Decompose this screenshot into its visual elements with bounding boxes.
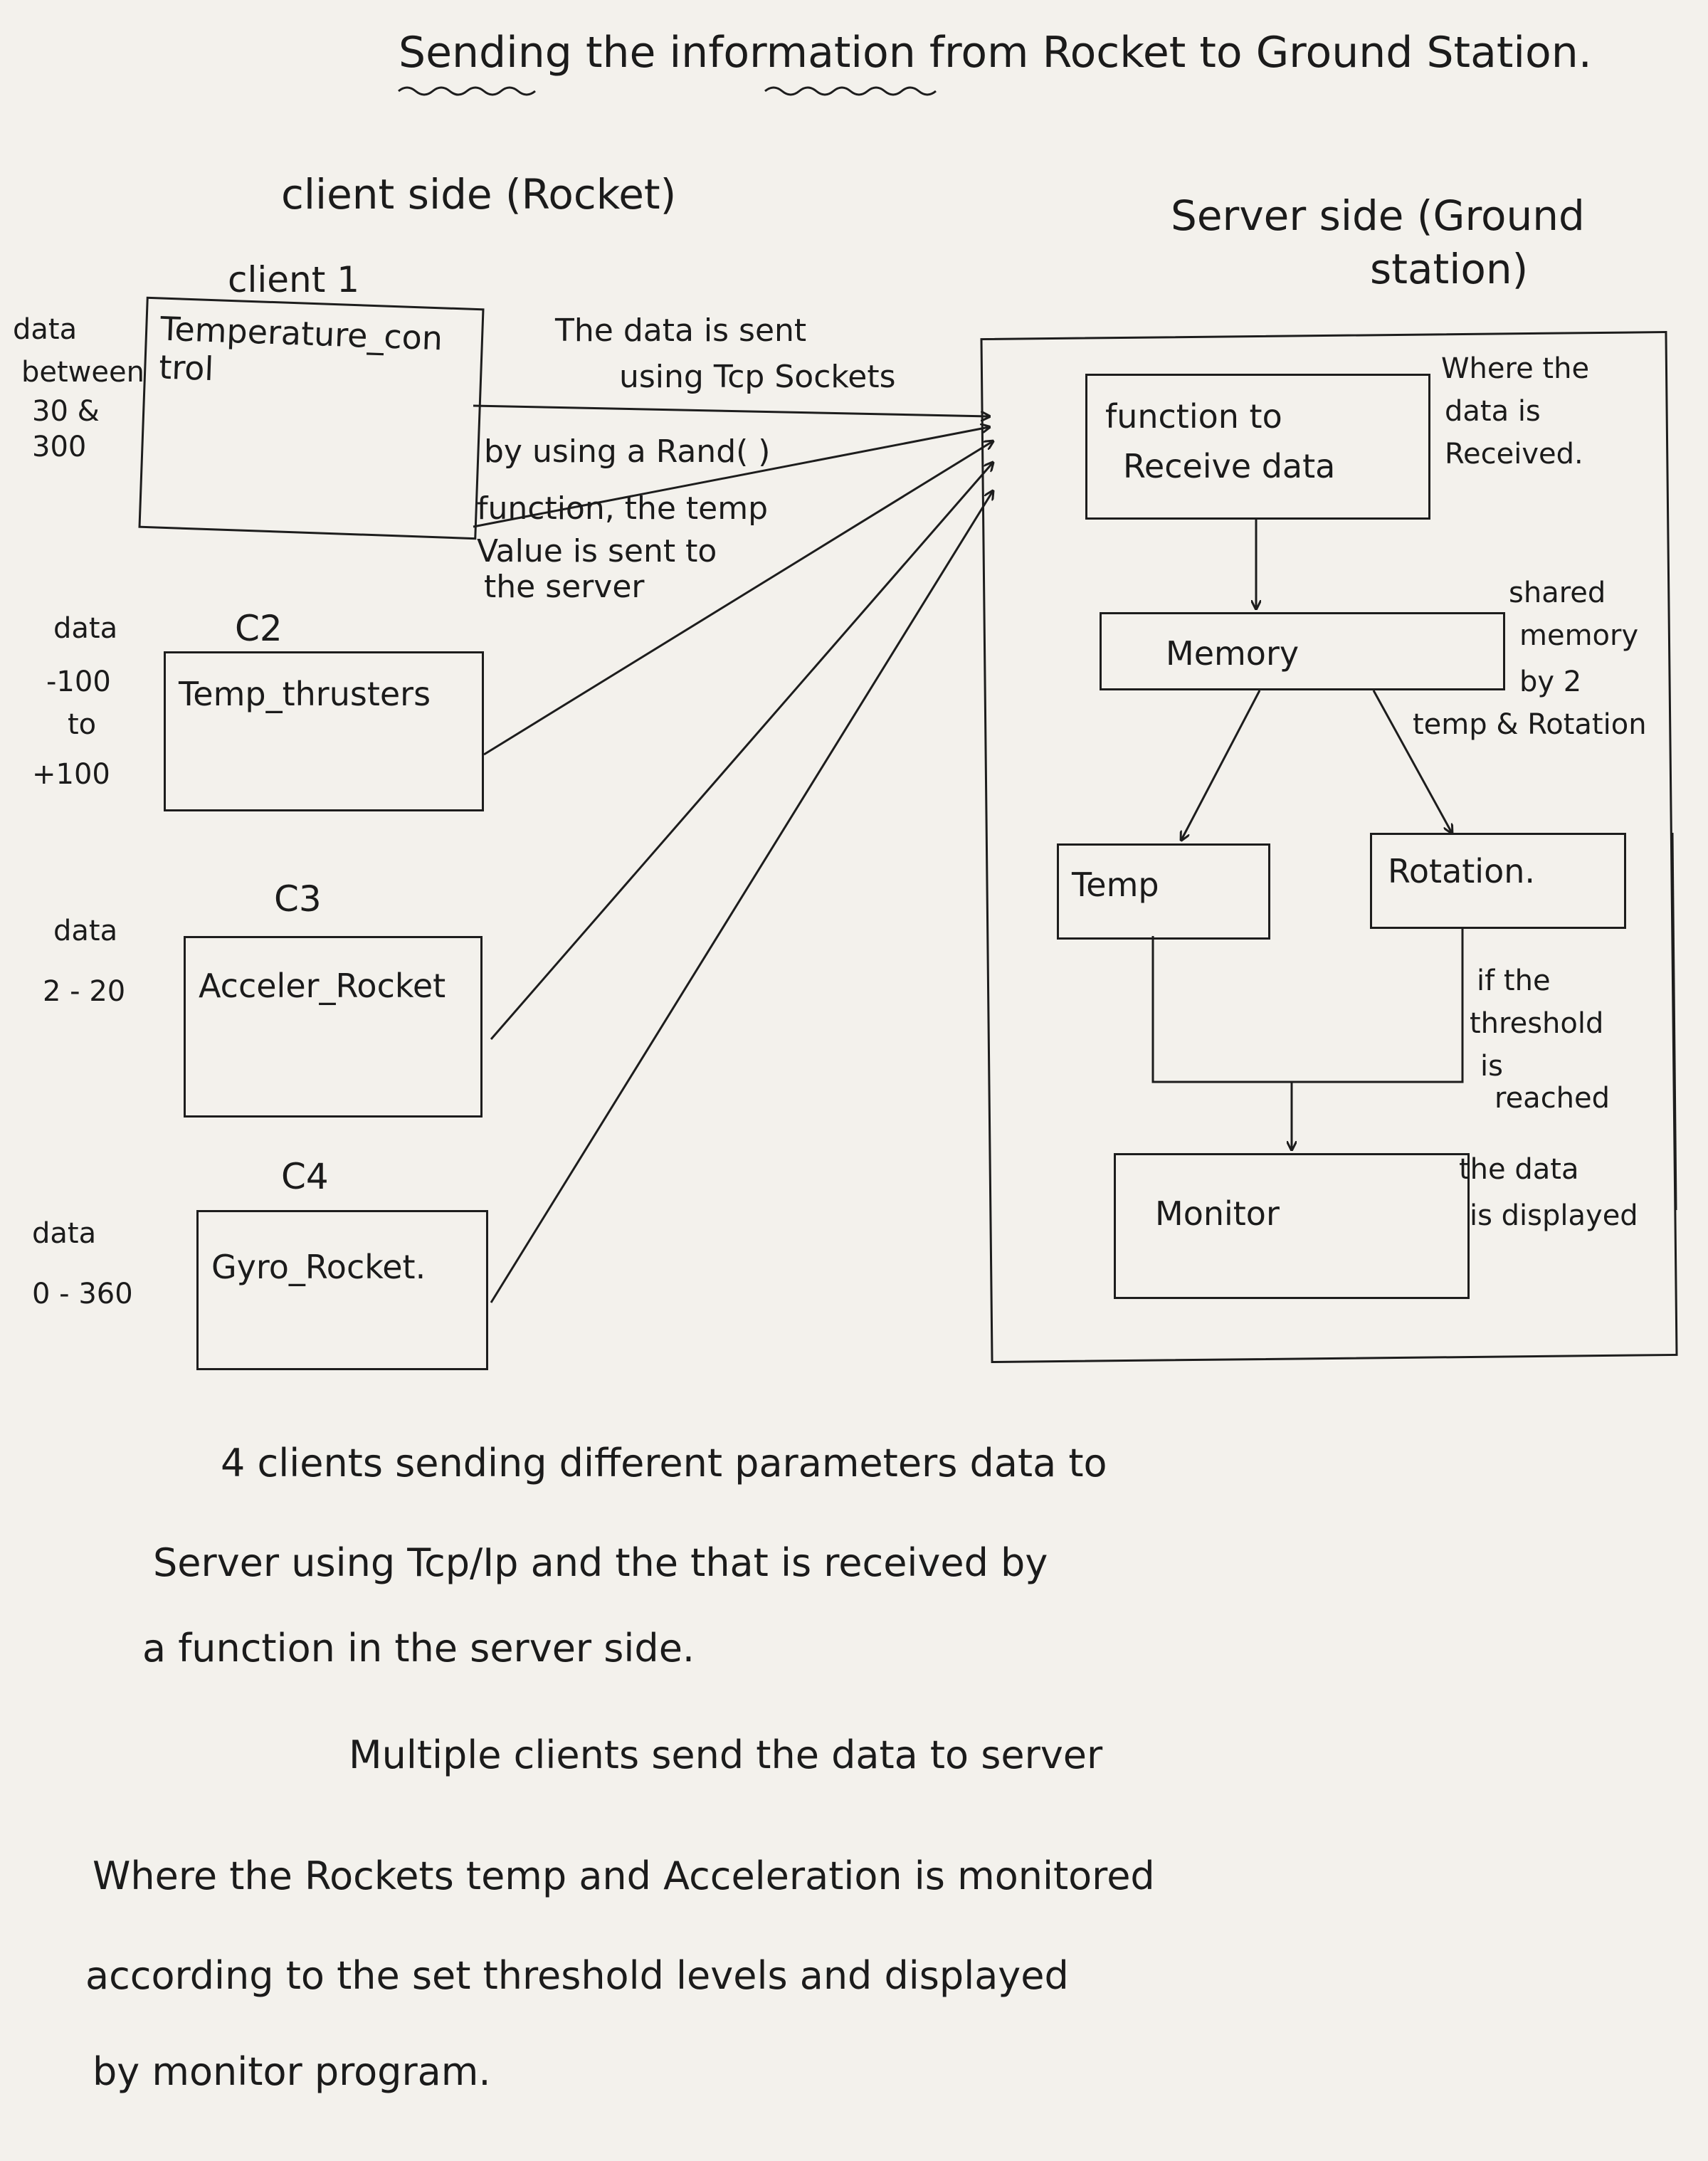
client4-tag: C4: [281, 1156, 329, 1197]
title-underline: [398, 86, 536, 96]
client-side-heading: client side (Rocket): [281, 170, 677, 219]
threshold-note-3: is: [1480, 1050, 1503, 1083]
paragraph1-line3: a function in the server side.: [142, 1626, 695, 1671]
memory-box: Memory: [1100, 612, 1505, 690]
client3-box: Acceler_Rocket: [184, 936, 483, 1118]
server-side-heading-line2: station): [1370, 245, 1529, 293]
paragraph2-line4: by monitor program.: [93, 2049, 491, 2094]
arrow-c3-server: [490, 463, 993, 1040]
client2-range-1: data: [53, 612, 118, 645]
client1-range-1: data: [13, 313, 78, 346]
receive-function-box: function to Receive data: [1085, 374, 1430, 520]
temp-box: Temp: [1057, 843, 1270, 940]
receive-label-line2: Receive data: [1123, 447, 1336, 485]
rotation-label: Rotation.: [1388, 852, 1535, 890]
arrow-client1b-server: [473, 427, 989, 528]
client1-range-2: between: [21, 356, 144, 389]
rand-note-line2: function, the temp: [477, 490, 769, 527]
arrow-memory-rotation: [1372, 690, 1452, 833]
shared-note-1: shared: [1509, 577, 1606, 609]
paragraph2-line3: according to the set threshold levels an…: [85, 1953, 1069, 1998]
shared-note-4: temp & Rotation: [1413, 708, 1647, 741]
paragraph1-line2: Server using Tcp/Ip and the that is rece…: [153, 1540, 1048, 1585]
client3-range-2: 2 - 20: [43, 975, 126, 1008]
arrow-c2-server: [483, 441, 993, 756]
received-note-3: Received.: [1445, 438, 1583, 470]
paragraph1-line1: 4 clients sending different parameters d…: [221, 1441, 1107, 1486]
monitor-label: Monitor: [1155, 1194, 1280, 1233]
paragraph2-line1: Multiple clients send the data to server: [349, 1733, 1103, 1777]
threshold-note-1: if the: [1477, 964, 1551, 997]
rand-note-line4: the server: [484, 569, 645, 605]
sockets-note-line2: using Tcp Sockets: [619, 359, 896, 395]
arrow-c4-server: [490, 491, 993, 1303]
shared-note-3: by 2: [1519, 666, 1582, 698]
server-side-heading-line1: Server side (Ground: [1171, 191, 1585, 240]
receive-label-line1: function to: [1105, 397, 1282, 436]
diagram-title: Sending the information from Rocket to G…: [399, 28, 1592, 78]
received-note-1: Where the: [1441, 352, 1590, 385]
memory-label: Memory: [1166, 634, 1300, 673]
client4-label: Gyro_Rocket.: [211, 1248, 426, 1286]
client3-range-1: data: [53, 915, 118, 947]
arrow-client1-server: [473, 404, 989, 416]
threshold-note-4: reached: [1494, 1082, 1611, 1115]
client4-box: Gyro_Rocket.: [196, 1210, 488, 1370]
client2-range-2: -100: [46, 666, 111, 698]
client3-tag: C3: [274, 878, 322, 920]
client2-box: Temp_thrusters: [164, 651, 484, 811]
title-underline-2: [764, 86, 937, 96]
client1-range-4: 300: [32, 431, 87, 463]
client2-tag: C2: [235, 608, 283, 649]
received-note-2: data is: [1445, 395, 1541, 428]
displayed-note-1: the data: [1459, 1153, 1579, 1186]
client3-label: Acceler_Rocket: [199, 967, 446, 1005]
client2-range-4: +100: [32, 758, 110, 791]
temp-label: Temp: [1072, 866, 1159, 904]
client1-label: Temperature_con trol: [158, 309, 443, 389]
rotation-box: Rotation.: [1370, 833, 1626, 929]
line-rotation-join: [1292, 929, 1464, 1083]
sockets-note-line1: The data is sent: [555, 312, 807, 349]
client4-range-1: data: [32, 1217, 97, 1250]
rand-note-line1: by using a Rand( ): [484, 433, 771, 470]
displayed-note-2: is displayed: [1470, 1199, 1638, 1232]
paragraph2-line2: Where the Rockets temp and Acceleration …: [93, 1854, 1155, 1898]
server-edge-mark: [1671, 832, 1677, 1211]
arrow-memory-temp: [1181, 690, 1261, 840]
line-temp-join: [1151, 936, 1292, 1083]
client1-box: Temperature_con trol: [138, 296, 485, 540]
client1-tag: client 1: [228, 259, 360, 300]
client2-label: Temp_thrusters: [179, 675, 431, 713]
client4-range-2: 0 - 360: [32, 1278, 133, 1310]
threshold-note-2: threshold: [1470, 1007, 1604, 1040]
shared-note-2: memory: [1519, 619, 1639, 652]
client2-range-3: to: [68, 708, 97, 741]
monitor-box: Monitor: [1114, 1153, 1470, 1299]
rand-note-line3: Value is sent to: [477, 533, 717, 569]
client1-range-3: 30 &: [32, 395, 100, 428]
